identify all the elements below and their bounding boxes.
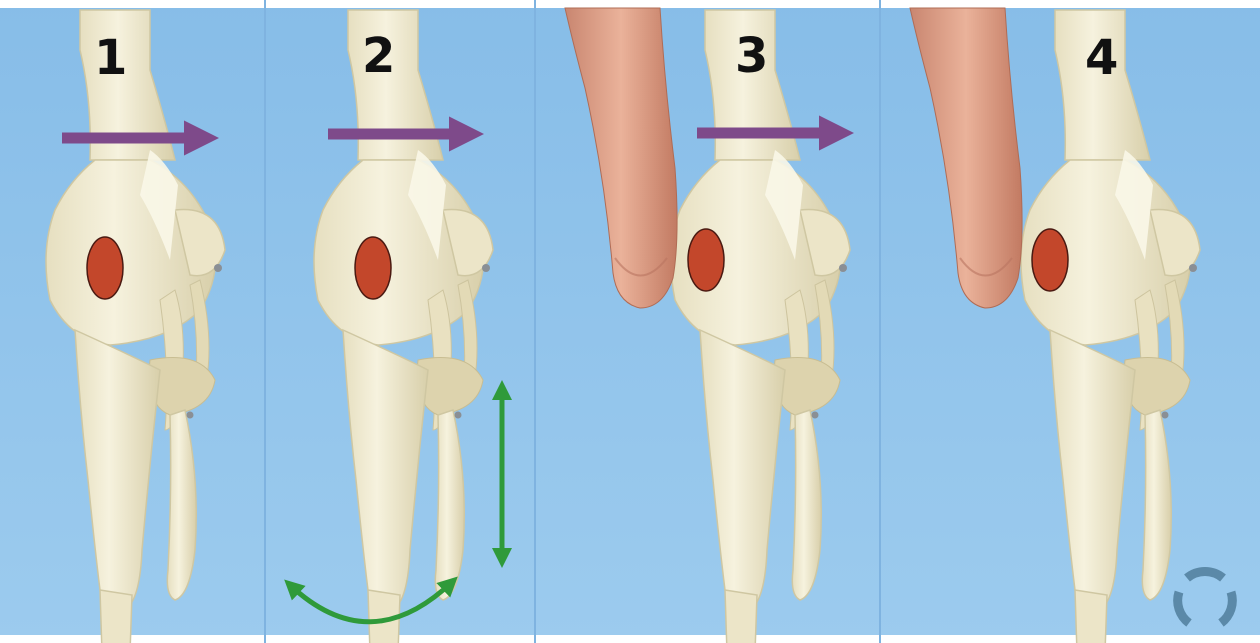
red-marker — [355, 237, 391, 299]
red-marker — [1032, 229, 1068, 291]
bottom-border — [0, 635, 1260, 643]
red-marker — [87, 237, 123, 299]
panel-number: 2 — [362, 28, 395, 84]
red-marker — [688, 229, 724, 291]
panel-number: 1 — [94, 30, 127, 86]
panel-number: 4 — [1085, 30, 1118, 86]
top-border — [0, 0, 1260, 8]
panel-number: 3 — [735, 28, 768, 84]
